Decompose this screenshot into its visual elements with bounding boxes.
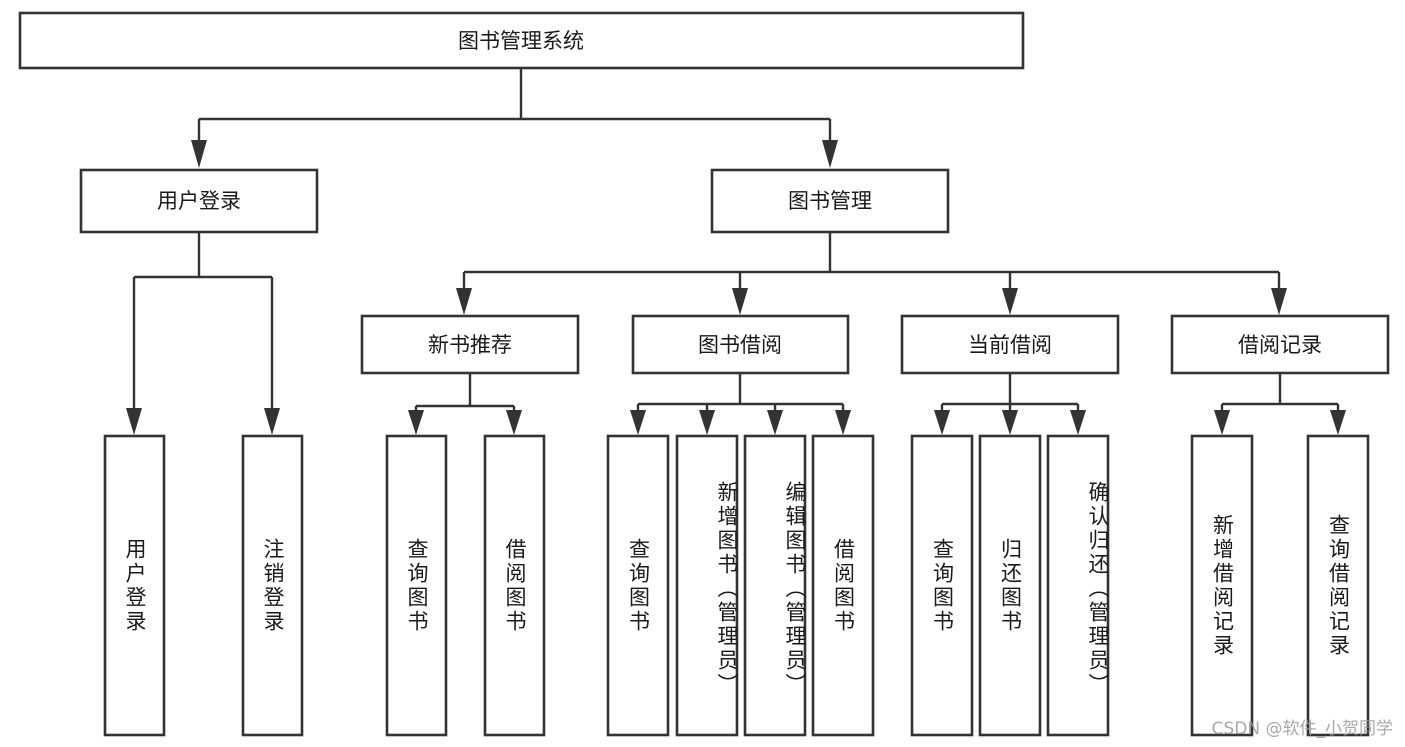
label-new-book-recommend: 新书推荐 bbox=[428, 333, 512, 357]
leaf-confirm-return-admin[interactable] bbox=[1046, 434, 1110, 737]
arrow-head-icon bbox=[767, 410, 783, 435]
leaf-query-book-newbook[interactable] bbox=[385, 434, 448, 737]
arrow-head-icon bbox=[126, 408, 142, 435]
node-borrow-records[interactable] bbox=[1170, 314, 1390, 375]
arrow-head-icon bbox=[1070, 410, 1086, 435]
arrow-head-icon bbox=[1271, 288, 1287, 315]
node-current-borrow[interactable] bbox=[900, 314, 1120, 375]
node-root[interactable] bbox=[18, 11, 1025, 70]
node-new-book-recommend[interactable] bbox=[360, 314, 580, 375]
leaf-borrow-book[interactable] bbox=[811, 434, 875, 737]
connector-group-newbook bbox=[408, 374, 522, 435]
arrow-head-icon bbox=[835, 410, 851, 435]
arrow-head-icon bbox=[191, 140, 207, 168]
connector-group-bookmgmt bbox=[456, 233, 1287, 315]
connector-group-records bbox=[1214, 374, 1346, 435]
arrow-head-icon bbox=[264, 408, 280, 435]
leaf-query-book-borrow[interactable] bbox=[606, 434, 670, 737]
label-book-management: 图书管理 bbox=[788, 189, 872, 213]
node-book-borrow[interactable] bbox=[631, 314, 850, 375]
arrow-head-icon bbox=[506, 410, 522, 435]
arrow-head-icon bbox=[630, 410, 646, 435]
label-borrow-records: 借阅记录 bbox=[1238, 333, 1322, 357]
node-user-login[interactable] bbox=[79, 168, 319, 234]
connector-group-login bbox=[126, 233, 280, 435]
leaf-logout[interactable] bbox=[241, 434, 304, 737]
connector-group-root bbox=[191, 69, 838, 168]
arrow-head-icon bbox=[699, 410, 715, 435]
arrow-head-icon bbox=[822, 140, 838, 168]
arrow-head-icon bbox=[1002, 288, 1018, 315]
leaf-query-book-current[interactable] bbox=[910, 434, 974, 737]
label-current-borrow: 当前借阅 bbox=[968, 333, 1052, 357]
leaf-query-borrow-record[interactable] bbox=[1306, 434, 1370, 737]
leaf-add-borrow-record[interactable] bbox=[1190, 434, 1254, 737]
arrow-head-icon bbox=[408, 410, 424, 435]
connector-group-borrow bbox=[630, 374, 851, 435]
arrow-head-icon bbox=[1214, 410, 1230, 435]
arrow-head-icon bbox=[456, 288, 472, 315]
label-book-borrow: 图书借阅 bbox=[698, 333, 782, 357]
leaf-add-book-admin[interactable] bbox=[675, 434, 739, 737]
arrow-head-icon bbox=[1330, 410, 1346, 435]
leaf-edit-book-admin[interactable] bbox=[743, 434, 807, 737]
watermark-text: CSDN @软件_小贺同学 bbox=[1211, 719, 1393, 739]
arrow-head-icon bbox=[1002, 410, 1018, 435]
label-root: 图书管理系统 bbox=[458, 29, 584, 53]
leaf-borrow-book-newbook[interactable] bbox=[483, 434, 546, 737]
node-book-management[interactable] bbox=[710, 168, 950, 234]
arrow-head-icon bbox=[732, 288, 748, 315]
leaf-return-book[interactable] bbox=[978, 434, 1042, 737]
arrow-head-icon bbox=[934, 410, 950, 435]
label-user-login: 用户登录 bbox=[157, 189, 241, 213]
connector-group-current bbox=[934, 374, 1086, 435]
leaf-user-login[interactable] bbox=[103, 434, 166, 737]
